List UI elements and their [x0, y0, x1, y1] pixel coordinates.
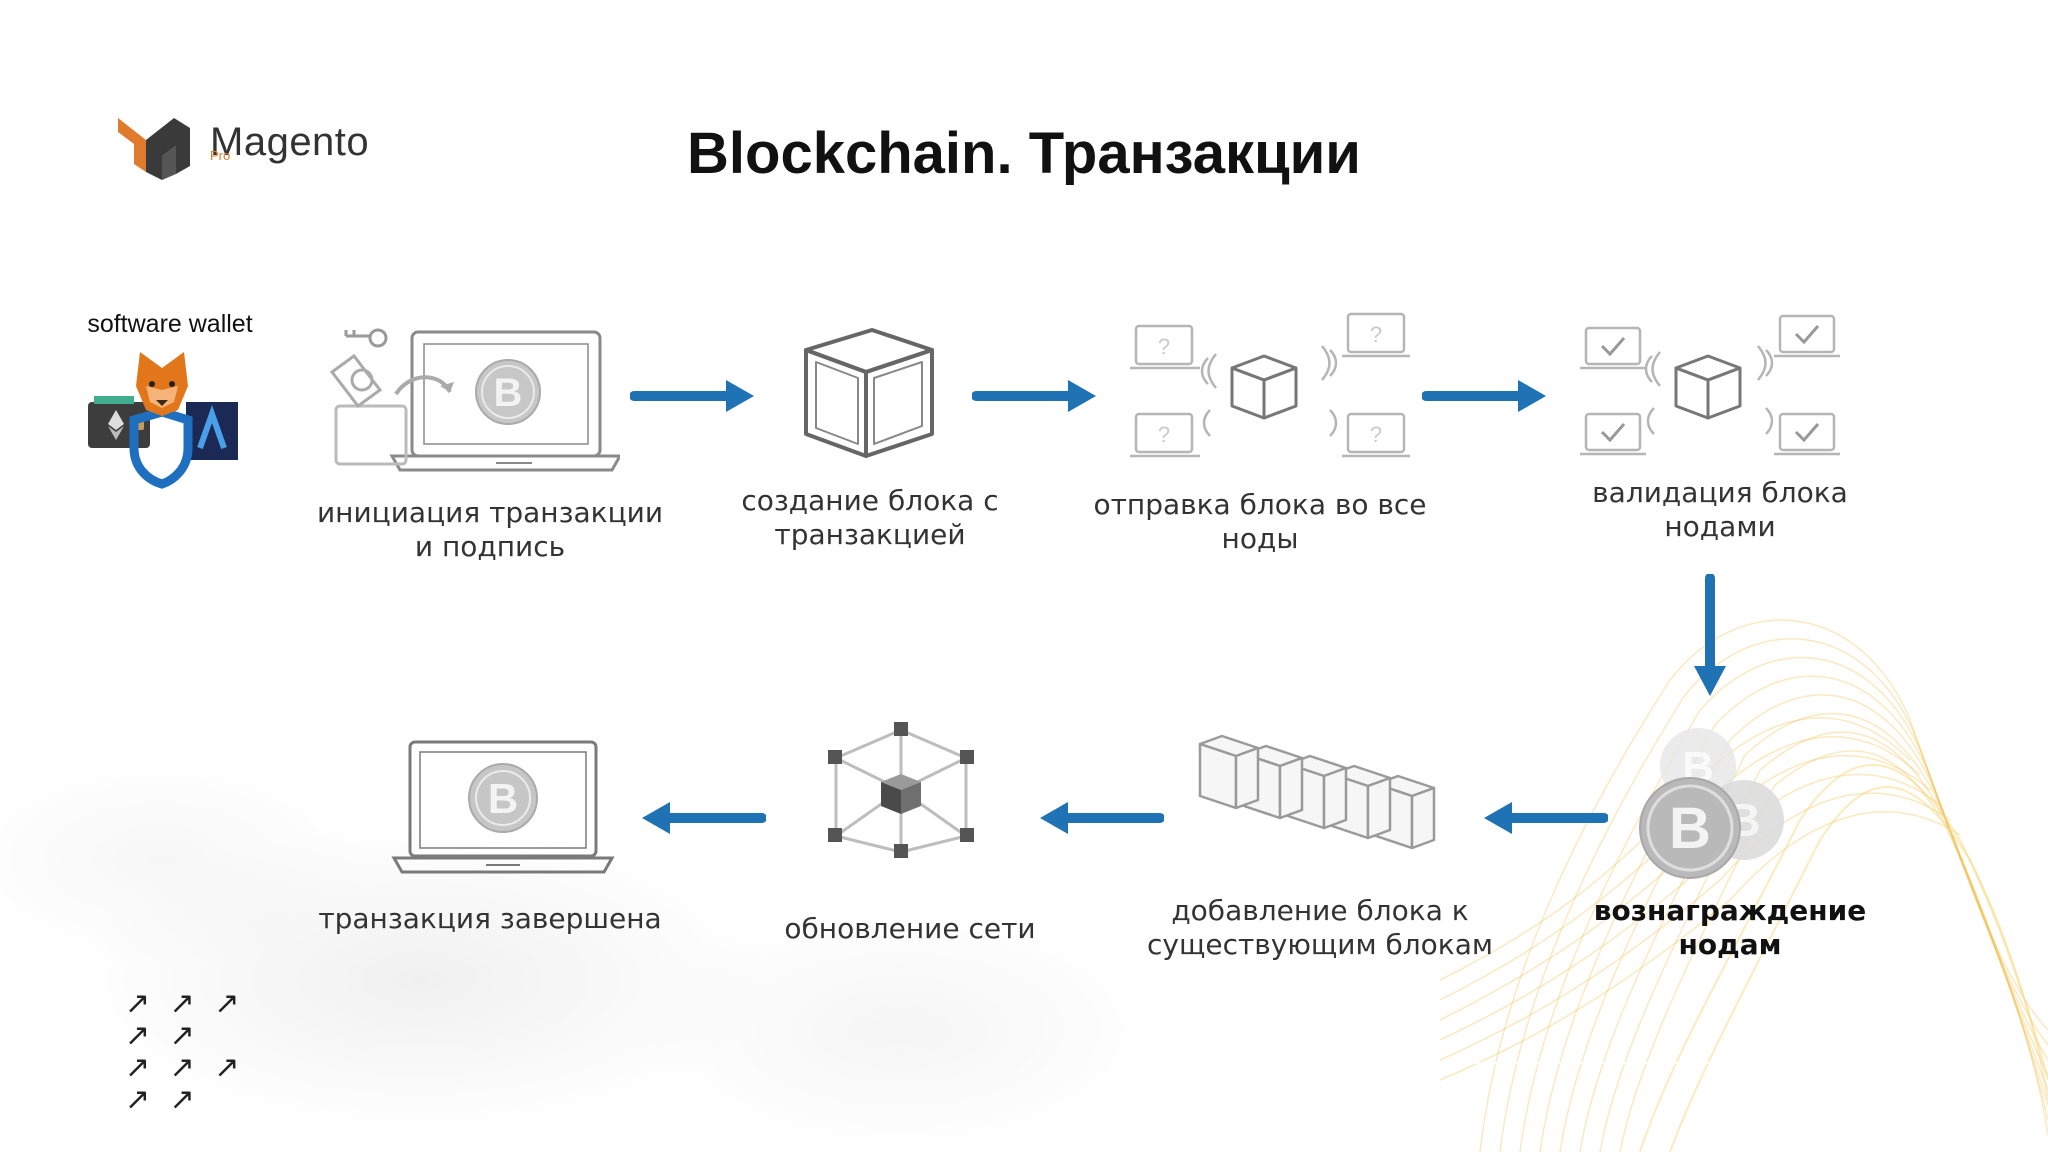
- step-label-line: нодами: [1664, 510, 1776, 543]
- arrow-right-icon: [630, 380, 754, 412]
- step-label-line: существующим блокам: [1147, 928, 1493, 961]
- block-broadcast-network-icon: ????: [1130, 312, 1410, 458]
- step-label-line: вознаграждение нодам: [1593, 894, 1867, 961]
- laptop-bitcoin-keys-icon: B: [329, 328, 620, 472]
- svg-text:B: B: [494, 371, 523, 415]
- argent-a-icon: [186, 402, 238, 460]
- wallet-label: software wallet: [87, 310, 253, 338]
- svg-text:B: B: [488, 775, 518, 822]
- step-label-append: добавление блока к существующим блокам: [1130, 894, 1510, 962]
- trust-shield-icon: [129, 407, 193, 489]
- step-label-validate: валидация блока нодами: [1560, 476, 1880, 544]
- step-label-line: ноды: [1221, 522, 1299, 555]
- svg-text:?: ?: [1158, 422, 1170, 447]
- decorative-arrows: ↗ ↗ ↗ ↗ ↗ ↗ ↗ ↗ ↗ ↗: [125, 988, 285, 1116]
- arrow-right-icon: [972, 380, 1096, 412]
- magento-pro-logo-icon: [118, 118, 190, 180]
- logo-text: Magento: [210, 120, 370, 164]
- step-label-line: транзакция завершена: [318, 902, 662, 935]
- step-label-line: транзакцией: [774, 518, 966, 551]
- arrow-left-icon: [1484, 802, 1608, 834]
- logo-pro-text: Pro: [210, 148, 231, 163]
- svg-text:?: ?: [1370, 422, 1382, 447]
- step-label-initiate: инициация транзакции и подпись: [310, 496, 670, 564]
- background-faded-photo: [0, 560, 1300, 1152]
- step-label-create: создание блока с транзакцией: [700, 484, 1040, 552]
- step-label-line: отправка блока во все: [1093, 488, 1427, 521]
- arrow-right-icon: [1422, 380, 1546, 412]
- step-label-update: обновление сети: [750, 912, 1070, 946]
- arrow-down-icon: [1694, 574, 1726, 696]
- network-cube-icon: [828, 722, 974, 858]
- step-label-line: добавление блока к: [1171, 894, 1469, 927]
- step-label-complete: транзакция завершена: [310, 902, 670, 936]
- step-label-line: валидация блока: [1592, 476, 1848, 509]
- block-validation-network-icon: [1580, 314, 1840, 456]
- step-label-line: и подпись: [414, 530, 566, 563]
- page-title: Blockchain. Транзакции: [687, 121, 1361, 186]
- laptop-bitcoin-icon: B: [391, 740, 615, 874]
- step-label-line: создание блока с: [741, 484, 999, 517]
- cube-block-icon: [804, 328, 934, 458]
- svg-text:B: B: [1669, 796, 1711, 861]
- step-label-broadcast: отправка блока во все ноды: [1080, 488, 1440, 556]
- step-label-line: инициация транзакции: [316, 496, 664, 529]
- decorative-arrows-row: ↗ ↗ ↗ ↗ ↗: [125, 986, 245, 1053]
- step-label-reward: вознаграждение нодам: [1540, 894, 1920, 962]
- arrow-left-icon: [642, 802, 766, 834]
- metamask-fox-icon: [136, 352, 188, 416]
- decorative-divider: [1440, 1062, 1960, 1064]
- svg-text:?: ?: [1158, 334, 1170, 359]
- step-label-line: обновление сети: [784, 912, 1036, 945]
- chain-of-blocks-icon: [1198, 734, 1436, 850]
- bitcoin-coins-icon: B B B: [1639, 728, 1784, 879]
- decorative-arrows-row: ↗ ↗ ↗ ↗ ↗: [125, 1050, 245, 1117]
- svg-text:?: ?: [1370, 322, 1382, 347]
- software-wallet-icons: [88, 352, 238, 489]
- arrow-left-icon: [1040, 802, 1164, 834]
